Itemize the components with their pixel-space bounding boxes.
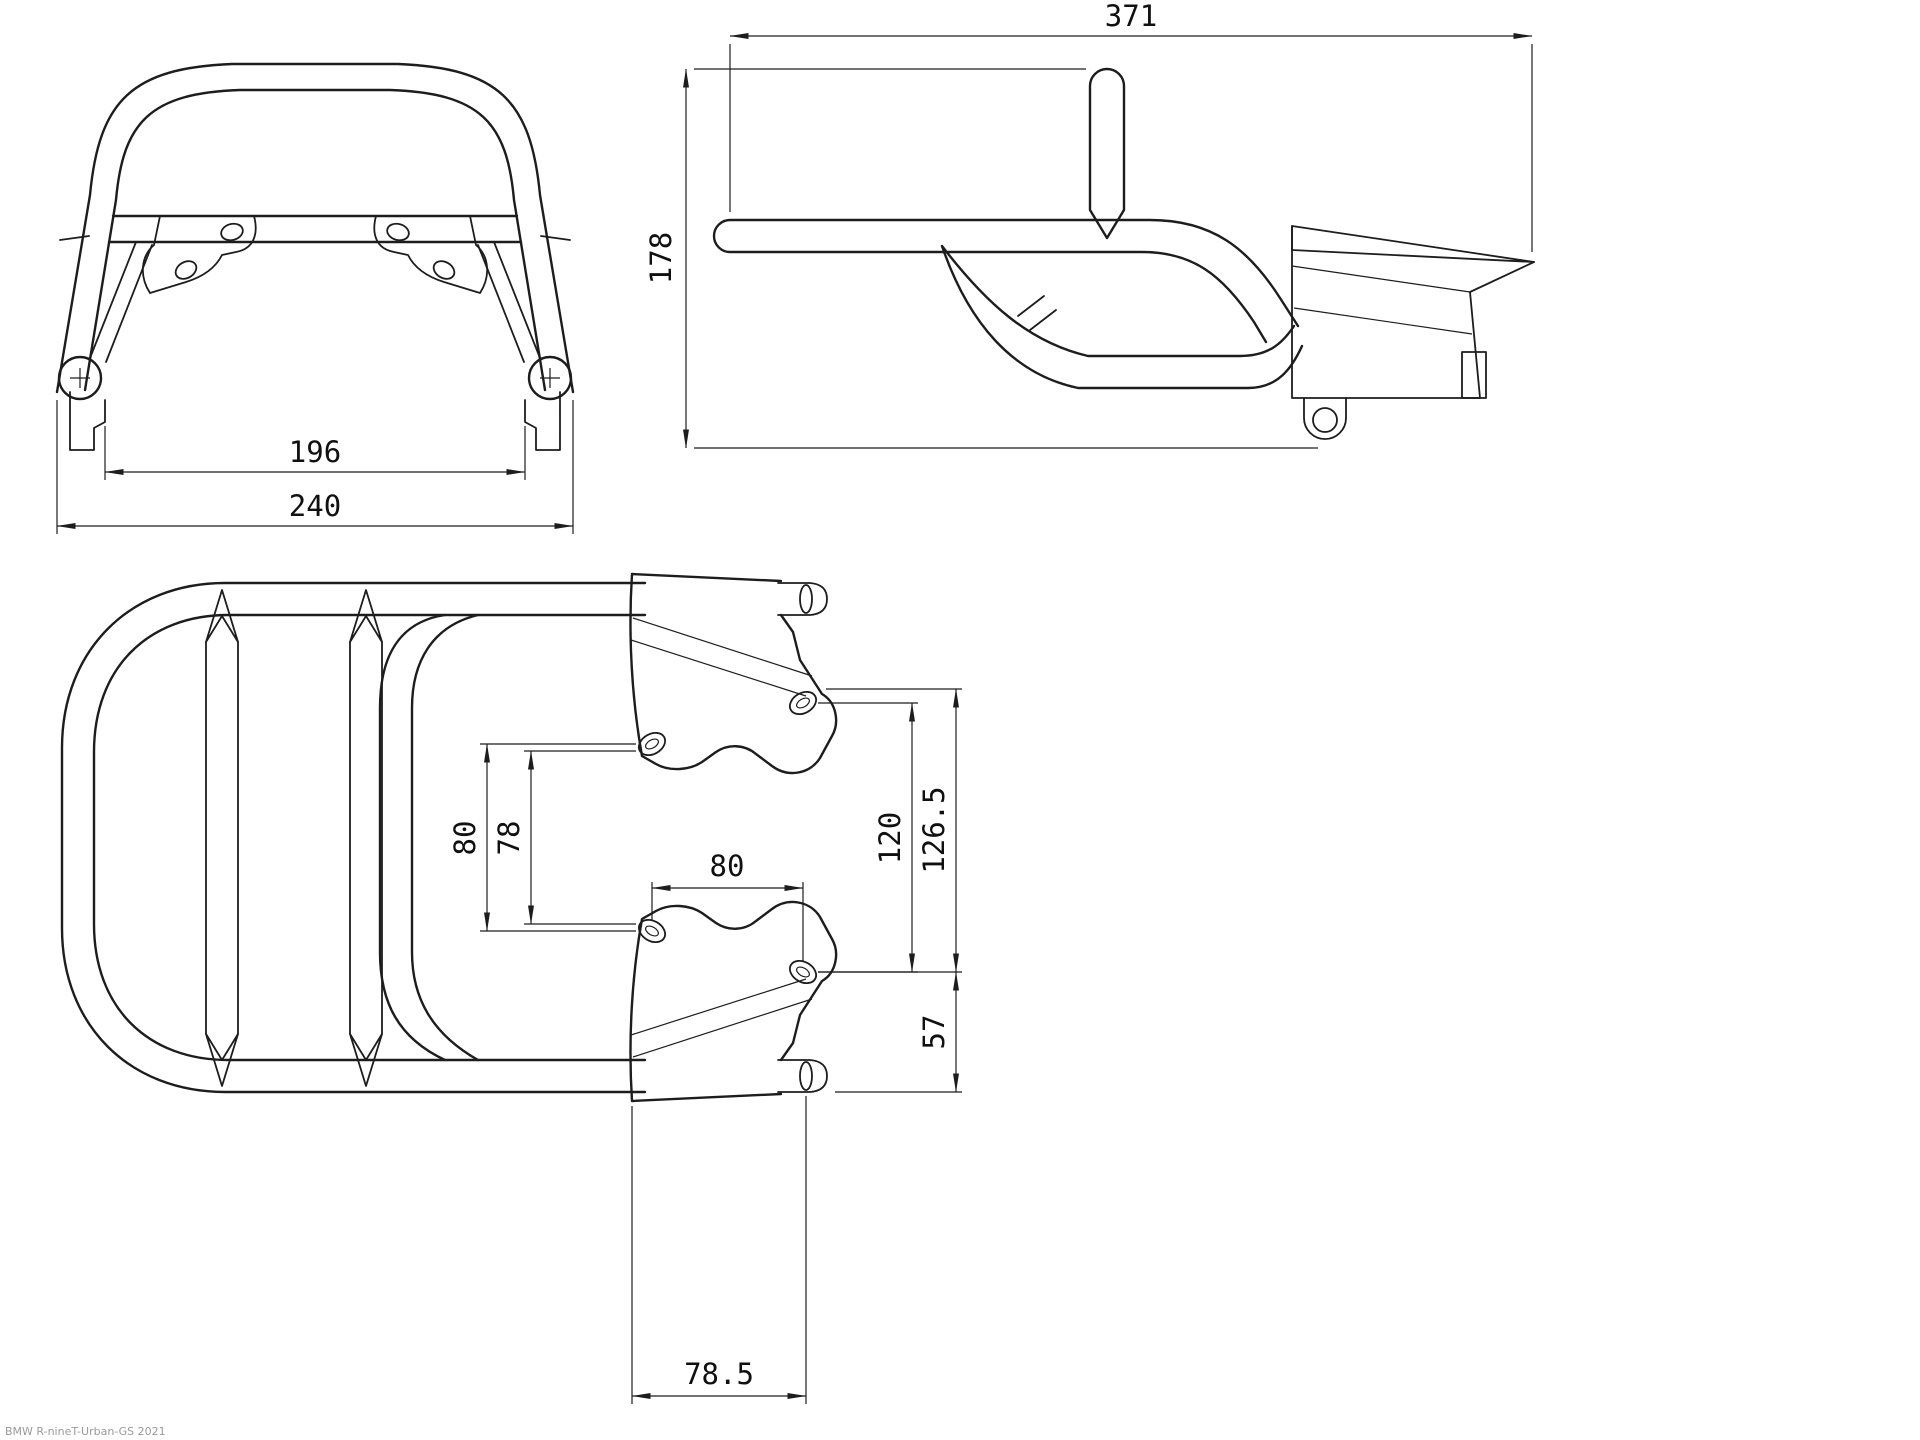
front-bracket-plate	[142, 215, 257, 294]
side-lower-tube	[940, 244, 1304, 390]
dim-top-plate-width: 78.5	[631, 1096, 807, 1404]
tube-stub-end-cap	[799, 584, 813, 614]
extension-lines	[56, 400, 574, 534]
extension-lines	[524, 750, 636, 925]
front-crossbar	[107, 214, 523, 244]
slat-chevron-tips	[349, 589, 383, 1087]
dim-side-height: 178	[644, 68, 1318, 449]
tube-stub	[777, 582, 828, 616]
plate-hole-right-inner	[796, 697, 810, 709]
side-bracket-end-block	[1461, 351, 1487, 399]
dim-top-left-hole-span-inner: 78	[492, 750, 636, 925]
dim-label-plate-width: 78.5	[684, 1357, 754, 1391]
top-plate-upper	[629, 572, 838, 775]
front-bracket-hole-lower	[174, 260, 198, 280]
dim-top-right-hole-span: 120	[818, 702, 918, 973]
dim-label-right-hole-span: 120	[873, 812, 907, 864]
plate-hole-left-inner	[645, 738, 659, 750]
extension-lines	[631, 1096, 807, 1404]
front-foot-right	[524, 391, 561, 451]
dim-side-length: 371	[729, 0, 1533, 252]
side-bracket-tab	[1303, 397, 1347, 440]
front-boss-left	[57, 355, 103, 401]
dim-front-inner-width: 196	[104, 426, 526, 480]
slat-chevron-tips	[205, 589, 239, 1087]
top-slat-1	[205, 589, 239, 1087]
plate-outline	[629, 572, 838, 775]
side-mount-bracket	[1291, 225, 1535, 440]
top-inner-loop	[378, 613, 480, 1062]
plate-hole-right	[788, 690, 818, 716]
side-bracket-bend-lines	[1291, 265, 1473, 335]
side-tube-ticks	[1017, 295, 1057, 331]
front-strut-left	[89, 241, 153, 363]
dim-label-right-hole-span-outer: 126.5	[917, 786, 951, 873]
front-strut-right	[477, 241, 541, 363]
dim-top-lower-offset: 57	[835, 971, 962, 1093]
front-boss-right	[527, 355, 573, 401]
dim-label-left-hole-span: 80	[448, 821, 482, 856]
top-view: 80 78 80 120 126.5 57	[60, 572, 962, 1404]
front-bracket-right	[373, 215, 489, 294]
plate-hole-left	[637, 731, 667, 757]
extension-lines	[651, 882, 804, 961]
front-hoop-inner	[83, 88, 547, 392]
slat-edges	[349, 641, 383, 1035]
side-backrest-post	[1088, 67, 1126, 240]
front-view: 196 240	[55, 62, 575, 534]
side-bracket-tab-hole	[1312, 407, 1338, 433]
dim-label-side-height: 178	[644, 232, 678, 284]
dim-label-left-hole-span-inner: 78	[492, 821, 526, 856]
front-tube-ticks	[59, 235, 571, 241]
side-view: 371 178	[644, 0, 1535, 449]
dim-label-lower-offset: 57	[917, 1015, 951, 1050]
extension-lines	[729, 44, 1533, 252]
plate-bend-lines	[630, 617, 813, 697]
top-hoop-inner	[92, 613, 647, 1062]
dim-label-front-inner-width: 196	[289, 435, 341, 469]
top-hoop-outer	[60, 581, 647, 1094]
dim-top-plate-hole-span: 80	[651, 849, 804, 961]
extension-lines	[694, 68, 1318, 449]
front-bracket-hole-upper	[220, 222, 244, 242]
front-foot-left	[69, 391, 106, 451]
dim-label-side-length: 371	[1105, 0, 1157, 33]
extension-lines	[480, 743, 636, 932]
side-bracket-flange	[1291, 225, 1535, 263]
front-bracket-left	[142, 215, 257, 294]
top-plate-lower	[629, 900, 838, 1103]
watermark: BMW R-nineT-Urban-GS 2021	[5, 1425, 166, 1438]
dim-top-left-hole-span: 80	[448, 743, 636, 932]
dim-top-right-hole-span-outer: 126.5	[818, 688, 962, 973]
side-top-tube	[712, 218, 1300, 344]
slat-edges	[205, 641, 239, 1035]
dim-label-plate-hole-span: 80	[710, 849, 745, 883]
dim-front-overall-width: 240	[56, 400, 574, 534]
top-slat-2	[349, 589, 383, 1087]
front-hoop-outer	[55, 62, 575, 394]
front-boss-center-marks	[70, 368, 560, 388]
dim-label-front-overall-width: 240	[289, 489, 341, 523]
extension-lines	[818, 688, 962, 973]
